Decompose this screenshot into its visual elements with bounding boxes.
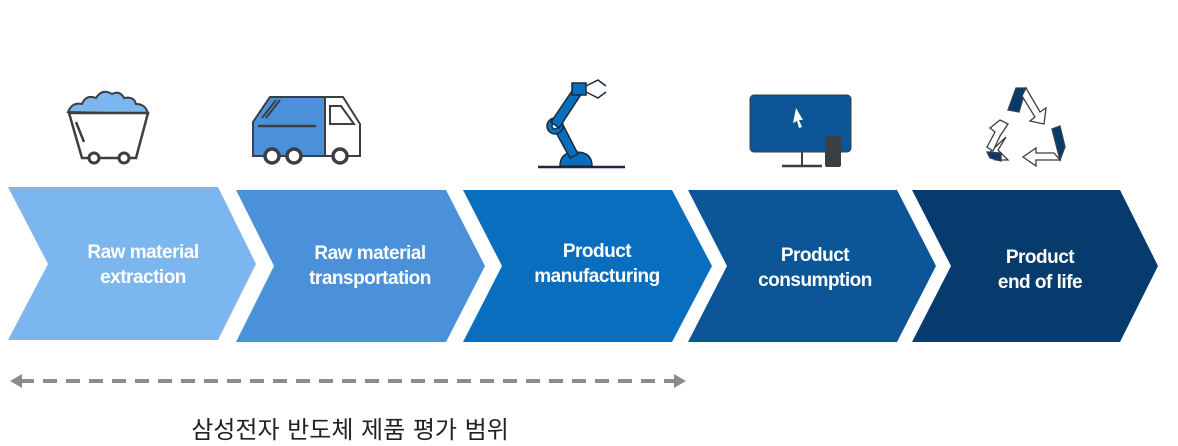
recycle-icon [985, 86, 1066, 168]
computer-icon [749, 94, 852, 168]
label-line: Raw material [87, 242, 199, 263]
chevron-raw-material-transportation [236, 190, 485, 342]
truck-icon [252, 96, 361, 165]
label-line: end of life [997, 272, 1083, 293]
chevron-product-manufacturing [463, 190, 712, 342]
label-line: extraction [100, 267, 186, 288]
label-line: Raw material [314, 243, 426, 264]
chevron-product-end-of-life [912, 190, 1158, 342]
stage-label-product-end-of-life: Product end of life [940, 245, 1140, 295]
robot-arm-icon [538, 79, 625, 169]
chevron-raw-material-extraction [8, 187, 256, 340]
label-line: transportation [309, 268, 431, 289]
label-line: Product [562, 241, 632, 262]
stage-label-product-manufacturing: Product manufacturing [497, 239, 697, 289]
scope-double-arrow [10, 374, 686, 388]
label-line: manufacturing [534, 266, 660, 287]
stage-label-raw-material-transportation: Raw material transportation [270, 241, 470, 291]
label-line: consumption [758, 270, 872, 291]
chevron-product-consumption [688, 190, 936, 342]
stage-label-product-consumption: Product consumption [715, 243, 915, 293]
mine-cart-icon [66, 90, 150, 165]
label-line: Product [1005, 247, 1075, 268]
label-line: Product [780, 245, 850, 266]
assessment-scope-label: 삼성전자 반도체 제품 평가 범위 [191, 416, 509, 444]
stage-label-raw-material-extraction: Raw material extraction [43, 240, 243, 290]
